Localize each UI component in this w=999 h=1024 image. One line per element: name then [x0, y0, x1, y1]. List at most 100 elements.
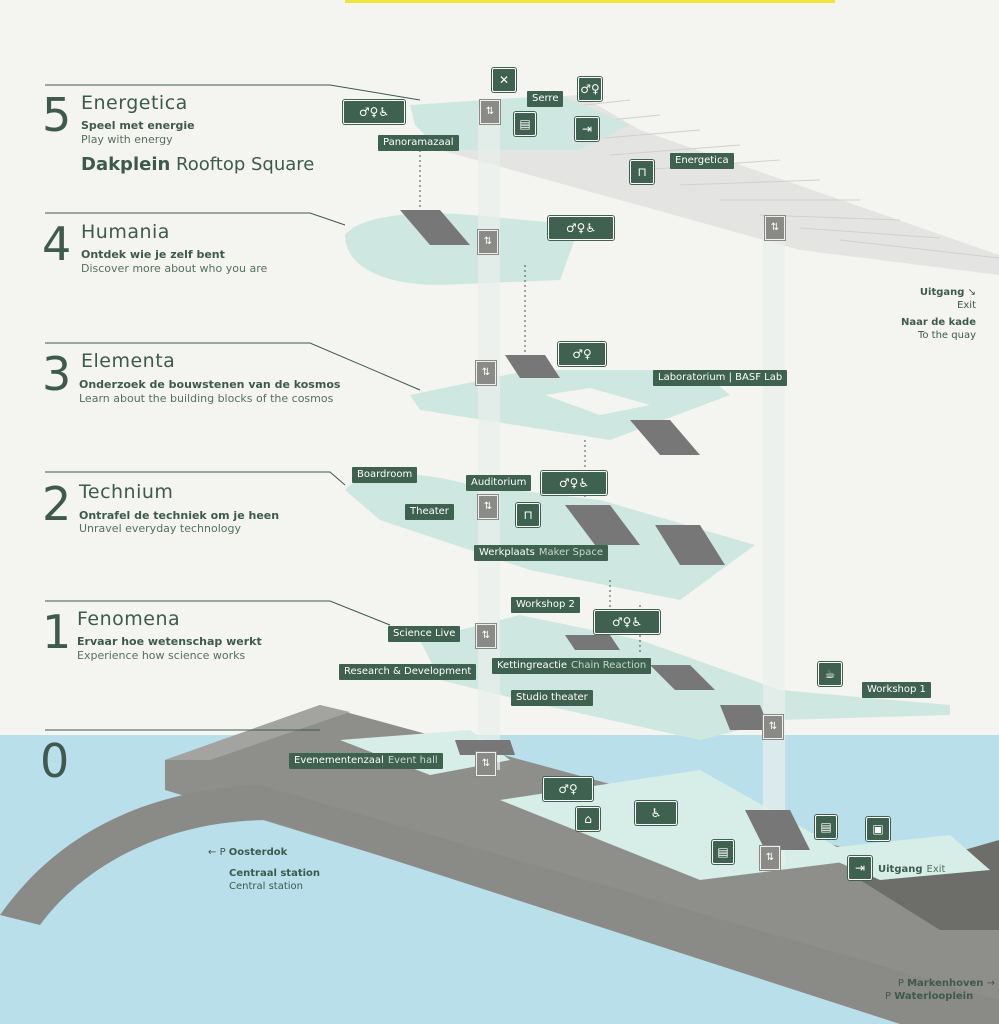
- restroom-accessible-icon: ♂♀♿: [343, 100, 405, 124]
- tag-panoramazaal: Panoramazaal: [378, 135, 459, 151]
- exit-direction-nl: Uitgang: [919, 287, 965, 298]
- level-4-title: Humania: [81, 221, 170, 243]
- oosterdok-direction: ← P Oosterdok: [208, 846, 287, 859]
- rooftop-title-en: Rooftop Square: [176, 154, 315, 175]
- level-5-subtitle: Speel met energie: [81, 119, 195, 132]
- info-screen-icon: ▤: [815, 815, 837, 839]
- level-2-number: 2: [42, 477, 72, 531]
- elevator-icon: ⇅: [765, 216, 785, 240]
- waterlooplein-direction: P Waterlooplein: [885, 990, 985, 1003]
- restroom-icon: ♂♀: [543, 777, 593, 801]
- tag-research-development: Research & Development: [339, 664, 477, 680]
- level-4-english: Discover more about who you are: [81, 262, 268, 275]
- tag-laboratorium: Laboratorium | BASF Lab: [653, 370, 788, 386]
- elevator-icon: ⇅: [480, 100, 500, 124]
- tag-workshop-1: Workshop 1: [862, 682, 931, 698]
- elevator-icon: ⇅: [478, 230, 498, 254]
- restroom-accessible-icon: ♂♀♿: [548, 216, 614, 240]
- exit-icon: ⇥: [575, 117, 599, 141]
- level-3-number: 3: [42, 347, 72, 401]
- exit-arrow-icon: ↘: [967, 287, 976, 298]
- picnic-table-icon: ⊓: [516, 503, 540, 527]
- central-station-nl: Centraal station: [229, 868, 321, 879]
- info-screen-icon: ▤: [514, 112, 536, 136]
- tag-energetica: Energetica: [670, 153, 734, 169]
- tag-uitgang-en: Exit: [926, 864, 946, 875]
- parking-icon: P: [219, 847, 226, 858]
- level-2-title: Technium: [79, 481, 174, 503]
- central-station-direction: Centraal station Central station: [229, 867, 320, 893]
- exit-direction: Uitgang ↘ Exit: [880, 286, 976, 312]
- tag-werkplaats-nl: Werkplaats: [479, 547, 535, 558]
- elevator-icon: ⇅: [476, 361, 496, 385]
- tag-evenementenzaal-nl: Evenementenzaal: [294, 755, 384, 766]
- restaurant-icon: ✕: [492, 68, 516, 92]
- quay-direction: Naar de kade To the quay: [880, 316, 976, 342]
- level-1-subtitle: Ervaar hoe wetenschap werkt: [77, 635, 262, 648]
- accessible-toilet-icon: ♿: [635, 801, 677, 825]
- level-2-english: Unravel everyday technology: [79, 522, 242, 535]
- markenhoven-direction: P Markenhoven →: [880, 977, 995, 990]
- waterlooplein-label: Waterlooplein: [894, 991, 974, 1002]
- level-5-title: Energetica: [81, 92, 188, 114]
- rooftop-title: Dakplein Rooftop Square: [81, 154, 314, 175]
- top-strip: [345, 0, 835, 3]
- level-3-title: Elementa: [81, 350, 176, 372]
- restroom-accessible-icon: ♂♀♿: [541, 471, 607, 495]
- oosterdok-label: Oosterdok: [228, 847, 288, 858]
- stairs: [400, 210, 810, 850]
- coffee-icon: ☕: [818, 662, 842, 686]
- markenhoven-label: Markenhoven: [907, 978, 984, 989]
- elevator-icon: ⇅: [478, 495, 498, 519]
- tag-theater: Theater: [405, 504, 454, 520]
- level-1-english: Experience how science works: [77, 649, 246, 662]
- elevator-shaft-right: [763, 225, 785, 865]
- level-1-title: Fenomena: [77, 608, 181, 630]
- arrow-left-icon: ←: [208, 847, 217, 858]
- level-0-number: 0: [40, 734, 70, 788]
- tag-science-live: Science Live: [388, 626, 461, 642]
- exit-icon: ⇥: [848, 856, 872, 880]
- cloakroom-icon: ⌂: [576, 807, 600, 831]
- tag-serre: Serre: [527, 91, 564, 107]
- level-2-subtitle: Ontrafel de techniek om je heen: [79, 509, 280, 522]
- tag-boardroom: Boardroom: [352, 467, 418, 483]
- level-4-subtitle: Ontdek wie je zelf bent: [81, 248, 225, 261]
- level-3-english: Learn about the building blocks of the c…: [79, 392, 334, 405]
- elevator-icon: ⇅: [476, 624, 496, 648]
- level-5-number: 5: [42, 88, 72, 142]
- restroom-icon: ♂♀: [578, 77, 602, 101]
- level-1-number: 1: [42, 605, 72, 659]
- quay-direction-en: To the quay: [917, 330, 976, 341]
- tag-workshop-2: Workshop 2: [511, 597, 580, 613]
- level-5-english: Play with energy: [81, 133, 173, 146]
- elevator-shaft-left: [478, 110, 500, 770]
- info-screen-icon: ▤: [712, 840, 734, 864]
- level-3-subtitle: Onderzoek de bouwstenen van de kosmos: [79, 378, 341, 391]
- quay-direction-nl: Naar de kade: [900, 317, 976, 328]
- restroom-icon: ♂♀: [558, 342, 606, 366]
- tag-werkplaats-en: Maker Space: [538, 547, 603, 558]
- exit-direction-en: Exit: [957, 300, 976, 311]
- central-station-en: Central station: [229, 881, 304, 892]
- level-4-number: 4: [42, 217, 72, 271]
- arrow-right-icon: →: [986, 978, 995, 989]
- tag-kettingreactie-en: Chain Reaction: [571, 660, 647, 671]
- picnic-table-icon: ⊓: [630, 160, 654, 184]
- rooftop-title-nl: Dakplein: [81, 154, 171, 175]
- elevator-icon: ⇅: [763, 715, 783, 739]
- road-ramp: [0, 785, 999, 1024]
- gift-shop-icon: ▣: [866, 817, 890, 841]
- tag-auditorium: Auditorium: [466, 475, 532, 491]
- elevator-icon: ⇅: [760, 846, 780, 870]
- tag-uitgang-nl: Uitgang: [878, 864, 923, 875]
- tag-kettingreactie-nl: Kettingreactie: [497, 660, 568, 671]
- tag-evenementenzaal-en: Event hall: [387, 755, 438, 766]
- elevator-icon: ⇅: [476, 752, 496, 776]
